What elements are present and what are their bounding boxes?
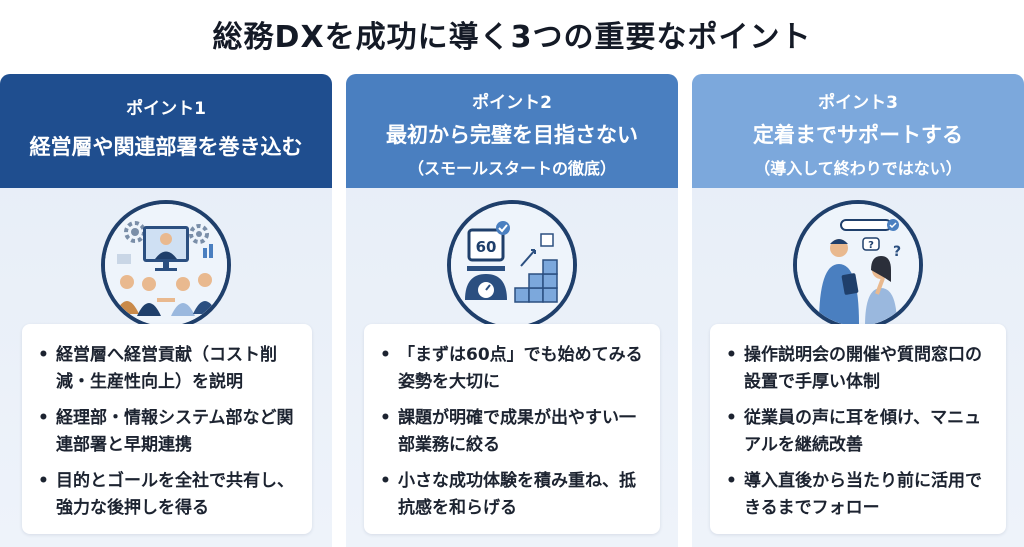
support-people-illustration-icon: ? ? <box>793 200 923 330</box>
point-subtitle: 最初から完璧を目指さない <box>386 123 638 147</box>
list-item: 課題が明確で成果が出やすい一部業務に絞る <box>380 405 648 459</box>
point-subtitle: 定着までサポートする <box>753 123 963 147</box>
point-card-2: ポイント2 最初から完璧を目指さない （スモールスタートの徹底） 60 <box>346 74 678 547</box>
point-note: （導入して終わりではない） <box>754 159 962 178</box>
list-item: 導入直後から当たり前に活用できるまでフォロー <box>726 468 994 522</box>
score-text: 60 <box>476 238 497 256</box>
point-list-box: 経営層へ経営貢献（コスト削減・生産性向上）を説明 経理部・情報システム部など関連… <box>22 324 312 534</box>
list-item: 小さな成功体験を積み重ね、抵抗感を和らげる <box>380 468 648 522</box>
point-card-1: ポイント1 経営層や関連部署を巻き込む <box>0 74 332 547</box>
point-label: ポイント1 <box>126 99 206 119</box>
list-item: 目的とゴールを全社で共有し、強力な後押しを得る <box>38 468 300 522</box>
sparkle-icon <box>968 492 1004 528</box>
point-card-header: ポイント1 経営層や関連部署を巻き込む <box>0 74 332 188</box>
list-item: 「まずは60点」でも始めてみる姿勢を大切に <box>380 342 648 396</box>
svg-text:?: ? <box>893 244 901 260</box>
point-card-3: ポイント3 定着までサポートする （導入して終わりではない） ? ? <box>692 74 1024 547</box>
list-item: 経営層へ経営貢献（コスト削減・生産性向上）を説明 <box>38 342 300 396</box>
scale-blocks-illustration-icon: 60 <box>447 200 577 330</box>
point-note: （スモールスタートの徹底） <box>407 159 616 178</box>
list-item: 従業員の声に耳を傾け、マニュアルを継続改善 <box>726 405 994 459</box>
point-card-header: ポイント2 最初から完璧を目指さない （スモールスタートの徹底） <box>346 74 678 188</box>
point-label: ポイント3 <box>818 93 898 113</box>
meeting-illustration-icon <box>101 200 231 330</box>
page-title: 総務DXを成功に導く3つの重要なポイント <box>212 20 812 55</box>
list-item: 操作説明会の開催や質問窓口の設置で手厚い体制 <box>726 342 994 396</box>
point-label: ポイント2 <box>472 93 552 113</box>
list-item: 経理部・情報システム部など関連部署と早期連携 <box>38 405 300 459</box>
point-card-header: ポイント3 定着までサポートする （導入して終わりではない） <box>692 74 1024 188</box>
point-list-box: 「まずは60点」でも始めてみる姿勢を大切に 課題が明確で成果が出やすい一部業務に… <box>364 324 660 534</box>
point-subtitle: 経営層や関連部署を巻き込む <box>29 135 303 159</box>
point-list-box: 操作説明会の開催や質問窓口の設置で手厚い体制 従業員の声に耳を傾け、マニュアルを… <box>710 324 1006 534</box>
svg-text:?: ? <box>868 240 874 251</box>
